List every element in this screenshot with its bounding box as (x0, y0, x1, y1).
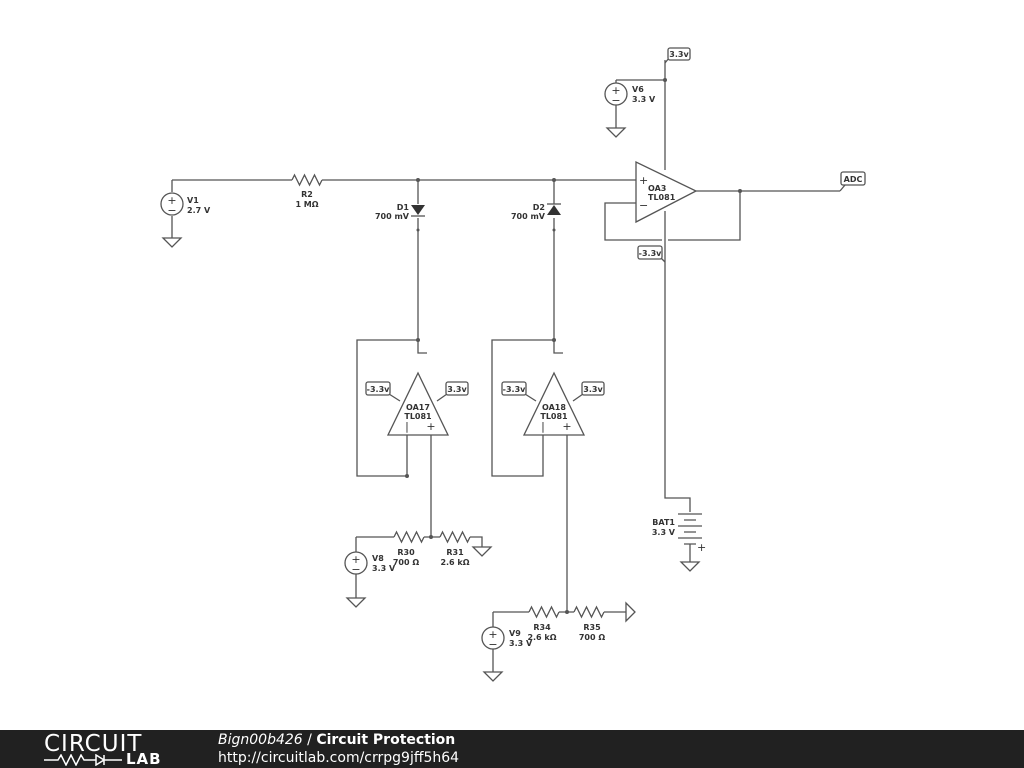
voltage-source-v6[interactable]: + − V6 3.3 V (604, 82, 656, 107)
r34-label: R34 (533, 623, 551, 632)
svg-text:3.3v: 3.3v (447, 385, 467, 394)
svg-text:−: − (488, 638, 497, 651)
net-tag-neg3v3-oa3[interactable]: -3.3v (637, 245, 666, 263)
v8-value: 3.3 V (372, 564, 396, 573)
opamp-oa17-supply-stubs (388, 393, 448, 402)
svg-text:+: + (167, 194, 176, 207)
ground-r31 (471, 546, 493, 557)
svg-text:|: | (541, 420, 545, 433)
svg-text:+: + (426, 420, 435, 433)
svg-text:+: + (639, 174, 648, 187)
net-tag-3v3-oa3[interactable]: 3.3v (664, 47, 691, 64)
oa18-value: TL081 (540, 412, 568, 421)
svg-text:3.3v: 3.3v (583, 385, 603, 394)
svg-text:ADC: ADC (844, 175, 863, 184)
footer-bar: CIRCUIT LAB Bign00b426 / Circuit Protect… (0, 730, 1024, 768)
svg-text:+: + (611, 84, 620, 97)
ground-v1 (161, 237, 183, 248)
resistor-r30[interactable]: R30 700 Ω (393, 530, 425, 567)
ground-v9 (482, 671, 504, 682)
ground-r35 (625, 601, 636, 623)
svg-text:−: − (351, 563, 360, 576)
net-tag-3v3-oa18[interactable]: 3.3v (581, 381, 605, 396)
circuitlab-logo[interactable]: CIRCUIT LAB (40, 732, 180, 768)
diode-d1[interactable]: D1 700 mV (375, 203, 425, 221)
ground-v6 (605, 127, 627, 138)
d1-label: D1 (397, 203, 410, 212)
svg-text:+: + (488, 628, 497, 641)
svg-text:-3.3v: -3.3v (503, 385, 526, 394)
d2-value: 700 mV (511, 212, 546, 221)
circuit-schematic: + − V1 2.7 V R2 1 MΩ D1 700 mV D2 700 mV… (160, 47, 866, 682)
opamp-oa18-supply-stubs (524, 393, 584, 402)
battery-bat1[interactable]: + BAT1 3.3 V (652, 513, 706, 554)
oa17-label: OA17 (406, 403, 430, 412)
bat1-label: BAT1 (652, 518, 675, 527)
v6-label: V6 (632, 85, 644, 94)
svg-text:−: − (167, 204, 176, 217)
voltage-source-v9[interactable]: + − V9 3.3 V (481, 626, 533, 651)
r2-label: R2 (301, 190, 313, 199)
circuit-url[interactable]: http://circuitlab.com/crrpg9jff5h64 (218, 750, 460, 766)
ground-v8 (345, 597, 367, 608)
oa3-value: TL081 (648, 193, 676, 202)
oa18-label: OA18 (542, 403, 566, 412)
logo-text-circuit: CIRCUIT (44, 731, 143, 757)
bat1-value: 3.3 V (652, 528, 676, 537)
resistor-r31[interactable]: R31 2.6 kΩ (439, 530, 471, 567)
r30-label: R30 (397, 548, 415, 557)
voltage-source-v8[interactable]: + − V8 3.3 V (344, 551, 396, 576)
diode-d2[interactable]: D2 700 mV (511, 203, 561, 221)
net-tag-adc[interactable]: ADC (839, 171, 866, 192)
circuit-title-line: Bign00b426 / Circuit Protection (218, 731, 455, 749)
svg-text:−: − (611, 94, 620, 107)
r34-value: 2.6 kΩ (527, 633, 556, 642)
svg-text:+: + (562, 420, 571, 433)
net-tag-3v3-oa17[interactable]: 3.3v (445, 381, 469, 396)
wires (171, 60, 840, 672)
svg-text:+: + (351, 553, 360, 566)
svg-text:-3.3v: -3.3v (367, 385, 390, 394)
oa17-value: TL081 (404, 412, 432, 421)
title-separator: / (302, 732, 317, 748)
opamp-oa3[interactable]: + − OA3 TL081 (635, 160, 698, 224)
svg-text:3.3v: 3.3v (669, 50, 689, 59)
d2-label: D2 (533, 203, 545, 212)
svg-text:−: − (639, 199, 648, 212)
resistor-r34[interactable]: R34 2.6 kΩ (527, 605, 560, 642)
v6-value: 3.3 V (632, 95, 656, 104)
v1-value: 2.7 V (187, 206, 211, 215)
svg-text:|: | (405, 420, 409, 433)
v9-value: 3.3 V (509, 639, 533, 648)
v8-label: V8 (372, 554, 384, 563)
logo-zigzag-icon (44, 754, 122, 766)
svg-text:-3.3v: -3.3v (639, 249, 662, 258)
logo-text-lab: LAB (126, 750, 162, 768)
net-tag-neg3v3-oa18[interactable]: -3.3v (501, 381, 527, 396)
resistor-r2[interactable]: R2 1 MΩ (291, 173, 323, 209)
r35-value: 700 Ω (579, 633, 605, 642)
opamp-oa18[interactable]: OA18 TL081 | + (522, 371, 586, 436)
resistor-r35[interactable]: R35 700 Ω (573, 605, 605, 642)
oa3-label: OA3 (648, 184, 666, 193)
ground-bat1 (679, 561, 701, 572)
r2-value: 1 MΩ (295, 200, 318, 209)
voltage-source-v1[interactable]: + − V1 2.7 V (160, 192, 211, 217)
author-name[interactable]: Bign00b426 (218, 732, 303, 748)
r31-value: 2.6 kΩ (440, 558, 469, 567)
r31-label: R31 (446, 548, 464, 557)
d1-value: 700 mV (375, 212, 410, 221)
v9-label: V9 (509, 629, 521, 638)
r35-label: R35 (583, 623, 601, 632)
svg-text:+: + (697, 541, 706, 554)
net-tag-neg3v3-oa17[interactable]: -3.3v (365, 381, 391, 396)
junction-dots (405, 78, 742, 614)
circuit-title: Circuit Protection (316, 732, 456, 748)
opamp-oa17[interactable]: OA17 TL081 | + (386, 371, 450, 436)
v1-label: V1 (187, 196, 199, 205)
r30-value: 700 Ω (393, 558, 419, 567)
